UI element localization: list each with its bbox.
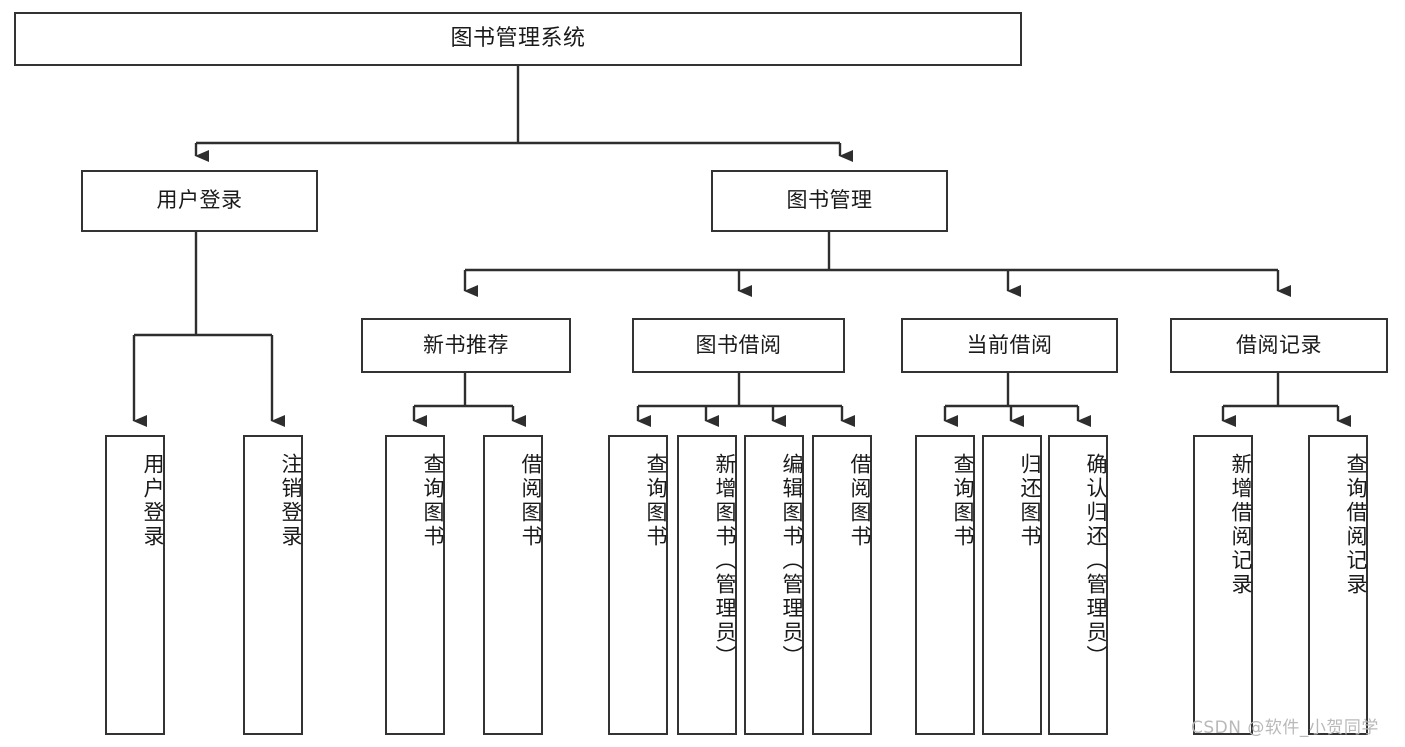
leaf-new-book-borrow-books[interactable]: 借阅图书 [483, 435, 543, 735]
node-label: 借阅图书 [519, 453, 543, 549]
node-label: 图书管理 [786, 188, 873, 213]
node-label: 图书管理系统 [450, 25, 586, 51]
node-label: 归还图书 [1018, 453, 1042, 549]
node-book-borrowing[interactable]: 图书借阅 [632, 318, 845, 373]
node-label: 查询图书 [951, 453, 975, 549]
node-label: 查询借阅记录 [1344, 453, 1368, 597]
node-label: 注销登录 [279, 453, 303, 549]
node-label: 新书推荐 [423, 332, 509, 357]
node-label: 查询图书 [421, 453, 445, 549]
node-root-book-management-system[interactable]: 图书管理系统 [14, 12, 1022, 66]
node-label: 图书借阅 [695, 332, 782, 357]
node-current-borrowing[interactable]: 当前借阅 [901, 318, 1118, 373]
leaf-current-borrow-return-books[interactable]: 归还图书 [982, 435, 1042, 735]
node-label: 当前借阅 [966, 332, 1053, 357]
node-label: 查询图书 [644, 453, 668, 549]
node-user-login[interactable]: 用户登录 [81, 170, 318, 232]
leaf-current-borrow-query-books[interactable]: 查询图书 [915, 435, 975, 735]
node-label: 用户登录 [156, 188, 243, 213]
leaf-book-borrow-add-book-admin[interactable]: 新增图书（管理员） [677, 435, 737, 735]
node-new-book-recommendation[interactable]: 新书推荐 [361, 318, 571, 373]
node-label: 借阅图书 [848, 453, 872, 549]
node-label: 新增图书（管理员） [713, 453, 737, 669]
node-label: 确认归还（管理员） [1084, 453, 1108, 669]
leaf-new-book-query-books[interactable]: 查询图书 [385, 435, 445, 735]
leaf-current-borrow-confirm-return-admin[interactable]: 确认归还（管理员） [1048, 435, 1108, 735]
leaf-borrow-record-query-record[interactable]: 查询借阅记录 [1308, 435, 1368, 735]
node-borrowing-record[interactable]: 借阅记录 [1170, 318, 1388, 373]
node-label: 新增借阅记录 [1229, 453, 1253, 597]
leaf-book-borrow-edit-book-admin[interactable]: 编辑图书（管理员） [744, 435, 804, 735]
node-label: 借阅记录 [1236, 332, 1322, 357]
node-book-management[interactable]: 图书管理 [711, 170, 948, 232]
leaf-borrow-record-add-record[interactable]: 新增借阅记录 [1193, 435, 1253, 735]
leaf-user-login-logout[interactable]: 注销登录 [243, 435, 303, 735]
node-label: 用户登录 [141, 453, 165, 549]
node-label: 编辑图书（管理员） [780, 453, 804, 669]
leaf-book-borrow-borrow-books[interactable]: 借阅图书 [812, 435, 872, 735]
leaf-user-login-login[interactable]: 用户登录 [105, 435, 165, 735]
leaf-book-borrow-query-books[interactable]: 查询图书 [608, 435, 668, 735]
csdn-watermark: CSDN @软件_小贺同学 [1191, 718, 1379, 738]
